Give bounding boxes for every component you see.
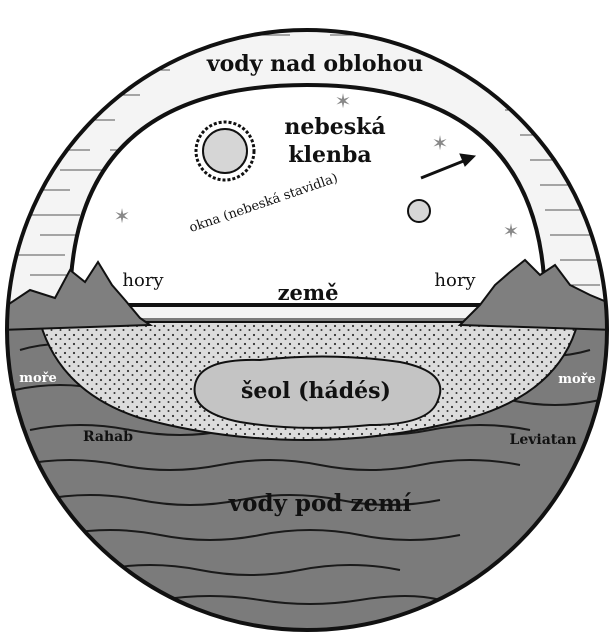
sun-icon xyxy=(196,122,254,180)
mountains-left-label: hory xyxy=(122,272,163,290)
waters-below-label: vody pod zemí xyxy=(229,492,411,515)
star-icon: ✶ xyxy=(335,89,352,113)
moon-icon xyxy=(408,200,430,222)
star-icon: ✶ xyxy=(432,131,449,155)
mountains-right-label: hory xyxy=(434,272,475,290)
star-icon: ✶ xyxy=(503,219,520,243)
leviathan-label: Leviatan xyxy=(510,433,577,447)
star-icon: ✶ xyxy=(114,204,131,228)
firmament-label-line1: nebeská xyxy=(284,116,385,138)
sea-left-label: moře xyxy=(19,372,57,385)
firmament-label-line2: klenba xyxy=(288,144,371,166)
sea-right-label: moře xyxy=(558,373,596,386)
earth-label: země xyxy=(278,282,339,303)
waters-above-label: vody nad oblohou xyxy=(207,53,423,75)
sheol-label: šeol (hádés) xyxy=(241,380,391,402)
rahab-label: Rahab xyxy=(83,430,133,444)
